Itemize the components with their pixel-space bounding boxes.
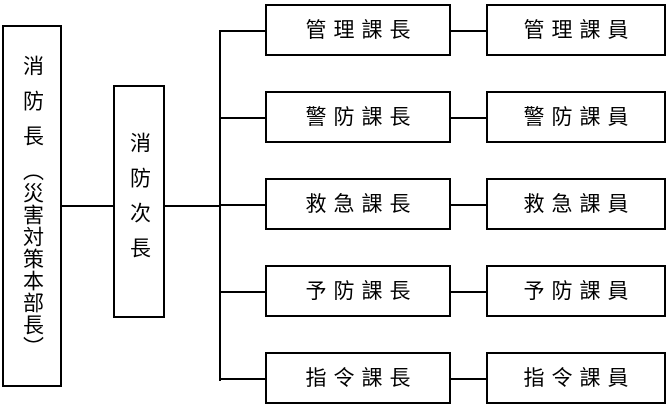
edge-deputy-to-bus [165,205,221,207]
node-chief-fire-label: 警防課長 [305,104,418,129]
node-chief-label-paren: （災害対策本部長） [20,159,45,358]
node-staff-ems-label: 救急課員 [523,191,636,216]
node-chief-dispatch[interactable]: 指令課長 [265,352,451,404]
edge-chief-ems-to-staff [451,204,486,206]
node-chief-fire[interactable]: 警防課長 [265,91,451,143]
edge-chief-fire-to-staff [451,117,486,119]
node-chief-ems-label: 救急課長 [305,191,418,216]
edge-bus-to-chief-prevent [219,291,265,293]
node-staff-fire-label: 警防課員 [523,104,636,129]
node-staff-dispatch[interactable]: 指令課員 [486,352,666,404]
edge-bus-to-chief-admin [219,30,265,32]
edge-chief-dispatch-to-staff [451,378,486,380]
node-deputy-label-main: 消防次長 [127,131,152,272]
node-chief-prevent[interactable]: 予防課長 [265,265,451,317]
node-chief-ems[interactable]: 救急課長 [265,178,451,230]
node-chief-label: 消防長（災害対策本部長） [20,54,45,358]
node-staff-prevent[interactable]: 予防課員 [486,265,666,317]
edge-chief-admin-to-staff [451,30,486,32]
node-chief-admin-label: 管理課長 [305,17,418,42]
node-chief-admin[interactable]: 管理課長 [265,4,451,56]
node-staff-dispatch-label: 指令課員 [523,365,636,390]
node-chief[interactable]: 消防長（災害対策本部長） [2,25,62,387]
node-staff-ems[interactable]: 救急課員 [486,178,666,230]
node-chief-prevent-label: 予防課長 [305,278,418,303]
node-deputy-label: 消防次長 [127,131,152,272]
node-staff-admin-label: 管理課員 [523,17,636,42]
node-deputy[interactable]: 消防次長 [113,85,165,318]
edge-bus-to-chief-dispatch [219,378,265,380]
edge-chief-prevent-to-staff [451,291,486,293]
edge-bus-to-chief-ems [219,204,265,206]
node-staff-admin[interactable]: 管理課員 [486,4,666,56]
node-chief-dispatch-label: 指令課長 [305,365,418,390]
node-chief-label-main: 消防長 [20,54,45,160]
node-staff-fire[interactable]: 警防課員 [486,91,666,143]
edge-bus-to-chief-fire [219,117,265,119]
edge-chief-to-deputy [62,205,113,207]
node-staff-prevent-label: 予防課員 [523,278,636,303]
